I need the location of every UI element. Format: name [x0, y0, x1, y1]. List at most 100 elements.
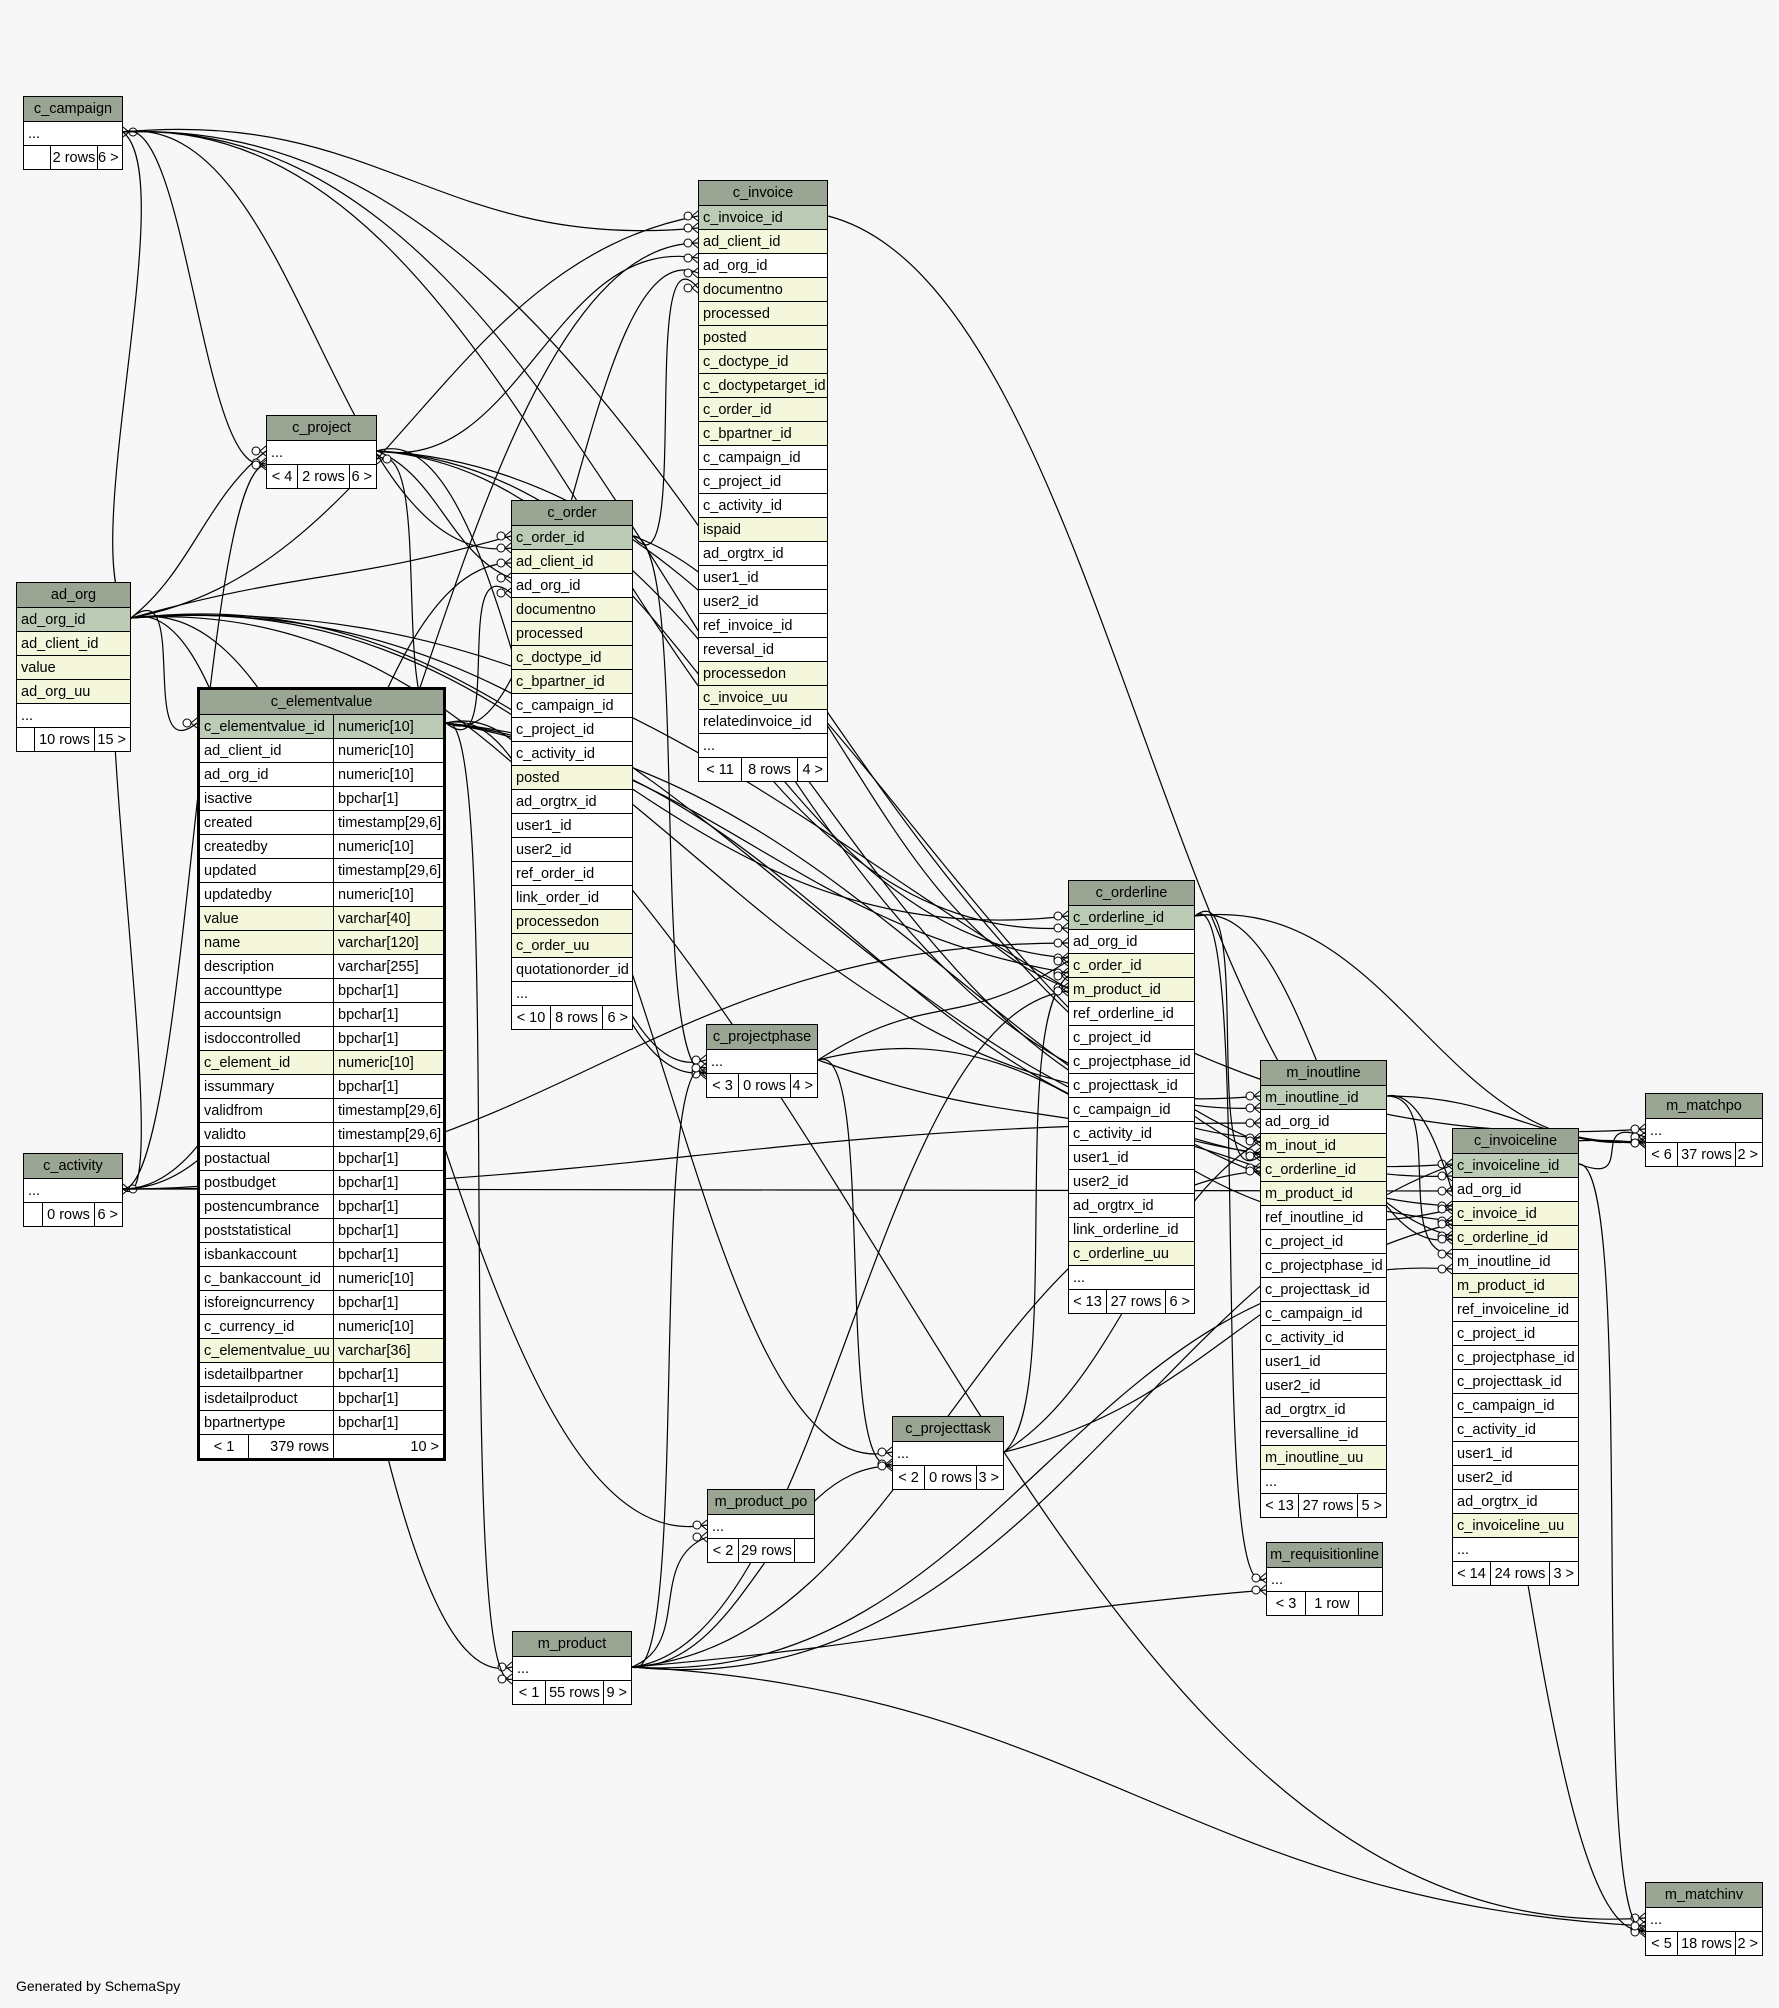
column-row[interactable]: user2_id — [1453, 1465, 1578, 1489]
column-row[interactable]: user1_id — [1069, 1145, 1194, 1169]
column-row[interactable]: ref_inoutline_id — [1261, 1205, 1386, 1229]
table-header[interactable]: c_invoice — [699, 181, 827, 205]
more-columns-row[interactable]: ... — [893, 1441, 1003, 1465]
column-row[interactable]: c_activity_id — [512, 741, 632, 765]
column-row[interactable]: c_activity_id — [699, 493, 827, 517]
column-row[interactable]: processed — [699, 301, 827, 325]
table-header[interactable]: m_requisitionline — [1267, 1543, 1382, 1567]
column-row[interactable]: c_projectphase_id — [1069, 1049, 1194, 1073]
column-row[interactable]: posted — [512, 765, 632, 789]
children-link[interactable]: 5 > — [1357, 1494, 1386, 1517]
more-columns-row[interactable]: ... — [17, 703, 130, 727]
column-row[interactable]: m_product_id — [1069, 977, 1194, 1001]
more-columns-row[interactable]: ... — [1453, 1537, 1578, 1561]
column-row[interactable]: c_doctype_id — [699, 349, 827, 373]
column-row[interactable]: m_inout_id — [1261, 1133, 1386, 1157]
column-row[interactable]: m_product_id — [1453, 1273, 1578, 1297]
parents-link[interactable]: < 4 — [271, 469, 293, 485]
table-header[interactable]: m_product — [513, 1632, 631, 1656]
column-row[interactable]: c_project_id — [512, 717, 632, 741]
column-row[interactable]: m_inoutline_id — [1261, 1085, 1386, 1109]
children-link[interactable] — [1358, 1592, 1382, 1615]
children-link[interactable]: 6 > — [94, 1203, 122, 1226]
column-row[interactable]: user2_id — [1069, 1169, 1194, 1193]
table-header[interactable]: m_inoutline — [1261, 1061, 1386, 1085]
column-row[interactable]: ad_client_id — [17, 631, 130, 655]
column-row[interactable]: c_bpartner_id — [699, 421, 827, 445]
column-row[interactable]: c_projecttask_id — [1261, 1277, 1386, 1301]
column-row[interactable]: ad_orgtrx_id — [1261, 1397, 1386, 1421]
children-link[interactable]: 3 > — [976, 1466, 1003, 1489]
column-row[interactable]: ad_org_uu — [17, 679, 130, 703]
column-row[interactable]: c_projecttask_id — [1069, 1073, 1194, 1097]
more-columns-row[interactable]: ... — [708, 1514, 814, 1538]
column-row[interactable]: processedon — [512, 909, 632, 933]
more-columns-row[interactable]: ... — [513, 1656, 631, 1680]
column-row[interactable]: m_product_id — [1261, 1181, 1386, 1205]
column-row[interactable]: link_orderline_id — [1069, 1217, 1194, 1241]
children-link[interactable]: 15 > — [94, 728, 130, 751]
column-row[interactable]: reversal_id — [699, 637, 827, 661]
column-row[interactable]: c_projectphase_id — [1261, 1253, 1386, 1277]
children-link[interactable]: 6 > — [349, 465, 376, 488]
column-row[interactable]: c_bpartner_id — [512, 669, 632, 693]
column-row[interactable]: c_order_id — [1069, 953, 1194, 977]
column-row[interactable]: c_activity_id — [1453, 1417, 1578, 1441]
column-row[interactable]: c_project_id — [1453, 1321, 1578, 1345]
column-row[interactable]: ad_orgtrx_id — [1069, 1193, 1194, 1217]
more-columns-row[interactable]: ... — [1646, 1118, 1762, 1142]
more-columns-row[interactable]: ... — [24, 121, 122, 145]
more-columns-row[interactable]: ... — [1267, 1567, 1382, 1591]
children-link[interactable]: 3 > — [1549, 1562, 1578, 1585]
table-header[interactable]: c_invoiceline — [1453, 1129, 1578, 1153]
column-row[interactable]: user1_id — [1261, 1349, 1386, 1373]
parents-link[interactable]: < 1 — [213, 1439, 235, 1455]
column-row[interactable]: value — [17, 655, 130, 679]
column-row[interactable]: user2_id — [699, 589, 827, 613]
column-row[interactable]: documentno — [699, 277, 827, 301]
children-link[interactable]: 6 > — [97, 146, 122, 169]
column-row[interactable]: c_orderline_uu — [1069, 1241, 1194, 1265]
column-row[interactable]: c_orderline_id — [1069, 905, 1194, 929]
column-row[interactable]: relatedinvoice_id — [699, 709, 827, 733]
table-header[interactable]: c_activity — [24, 1154, 122, 1178]
parents-link[interactable] — [17, 728, 34, 751]
column-row[interactable]: quotationorder_id — [512, 957, 632, 981]
column-row[interactable]: c_doctype_id — [512, 645, 632, 669]
table-header[interactable]: ad_org — [17, 583, 130, 607]
column-row[interactable]: user1_id — [512, 813, 632, 837]
children-link[interactable]: 10 > — [333, 1435, 443, 1458]
column-row[interactable]: c_invoice_uu — [699, 685, 827, 709]
column-row[interactable]: ad_org_id — [1069, 929, 1194, 953]
parents-link[interactable]: < 2 — [712, 1543, 734, 1559]
column-row[interactable]: ad_org_id — [1261, 1109, 1386, 1133]
more-columns-row[interactable]: ... — [267, 440, 376, 464]
children-link[interactable]: 2 > — [1735, 1143, 1762, 1166]
parents-link[interactable]: < 5 — [1651, 1936, 1672, 1952]
column-row[interactable]: m_inoutline_id — [1453, 1249, 1578, 1273]
column-row[interactable]: c_orderline_id — [1453, 1225, 1578, 1249]
column-row[interactable]: c_invoice_id — [699, 205, 827, 229]
parents-link[interactable]: < 13 — [1265, 1498, 1294, 1514]
column-row[interactable]: user2_id — [512, 837, 632, 861]
table-header[interactable]: c_projecttask — [893, 1417, 1003, 1441]
